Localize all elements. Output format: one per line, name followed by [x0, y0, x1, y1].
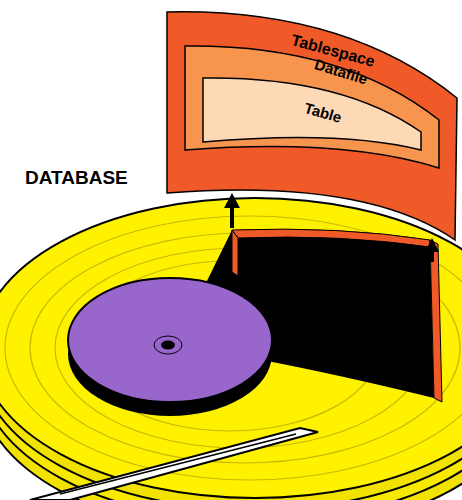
read-arm	[30, 428, 318, 500]
hub	[68, 278, 272, 402]
read-arm	[60, 434, 296, 494]
title-label: DATABASE	[25, 167, 128, 189]
tablespace-band: TablespaceDatafileTable	[165, 8, 460, 248]
tracks	[5, 216, 462, 480]
spindle-ring	[154, 336, 182, 354]
datafile-band: DatafileTable	[183, 40, 441, 170]
spindle	[161, 341, 175, 350]
cut-wall	[430, 240, 442, 402]
cut-wall	[232, 229, 430, 247]
table-band: Table	[201, 72, 423, 152]
cut-wall	[232, 230, 238, 276]
